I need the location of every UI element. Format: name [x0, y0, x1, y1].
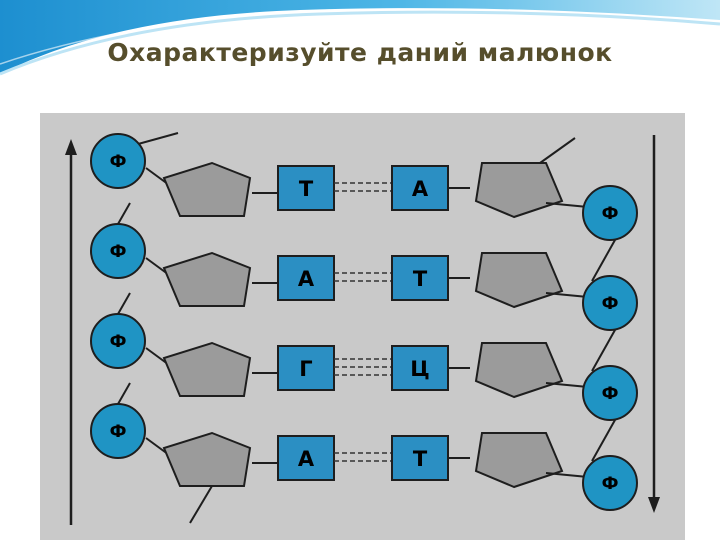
diagram-panel	[40, 113, 685, 540]
slide-title: Охарактеризуйте даний малюнок	[107, 38, 613, 67]
sugar-pentagon-left	[162, 341, 252, 397]
base-left-label: А	[298, 447, 315, 471]
base-left	[277, 165, 335, 211]
phosphate-label: Ф	[602, 474, 619, 494]
base-right	[391, 255, 449, 301]
base-right	[391, 165, 449, 211]
sugar-pentagon-left	[162, 251, 252, 307]
base-right	[391, 435, 449, 481]
base-left-label: Г	[299, 357, 312, 381]
phosphate-circle-right	[582, 365, 638, 421]
base-left	[277, 255, 335, 301]
phosphate-label: Ф	[110, 332, 127, 352]
sugar-pentagon-left	[162, 161, 252, 217]
phosphate-circle-right	[582, 275, 638, 331]
phosphate-circle-left	[90, 313, 146, 369]
phosphate-circle-right	[582, 185, 638, 241]
phosphate-label: Ф	[602, 294, 619, 314]
phosphate-label: Ф	[110, 152, 127, 172]
base-left	[277, 435, 335, 481]
dna-diagram: Ф Т А Ф Ф А Т Ф	[40, 113, 685, 540]
base-left-label: А	[298, 267, 315, 291]
left-strand-arrow-up	[65, 139, 77, 525]
base-right-label: Ц	[410, 357, 429, 381]
base-right	[391, 345, 449, 391]
title-swoosh-decoration	[0, 0, 720, 76]
phosphate-circle-left	[90, 133, 146, 189]
base-right-label: Т	[413, 267, 428, 291]
nucleotide-pair-row-2: Ф А Т Ф	[90, 202, 638, 372]
phosphate-label: Ф	[602, 384, 619, 404]
base-left	[277, 345, 335, 391]
base-right-label: Т	[413, 447, 428, 471]
base-left-label: Т	[299, 177, 314, 201]
nucleotide-pair-row-4: Ф А Т Ф	[90, 382, 638, 524]
right-strand-arrow-down	[648, 135, 660, 513]
phosphate-label: Ф	[110, 242, 127, 262]
base-right-label: А	[412, 177, 429, 201]
phosphate-label: Ф	[110, 422, 127, 442]
nucleotide-pair-row-3: Ф Г Ц Ф	[90, 292, 638, 462]
phosphate-circle-right	[582, 455, 638, 511]
phosphate-circle-left	[90, 223, 146, 279]
nucleotide-pair-row-1: Ф Т А Ф	[90, 132, 638, 282]
phosphate-circle-left	[90, 403, 146, 459]
phosphate-label: Ф	[602, 204, 619, 224]
